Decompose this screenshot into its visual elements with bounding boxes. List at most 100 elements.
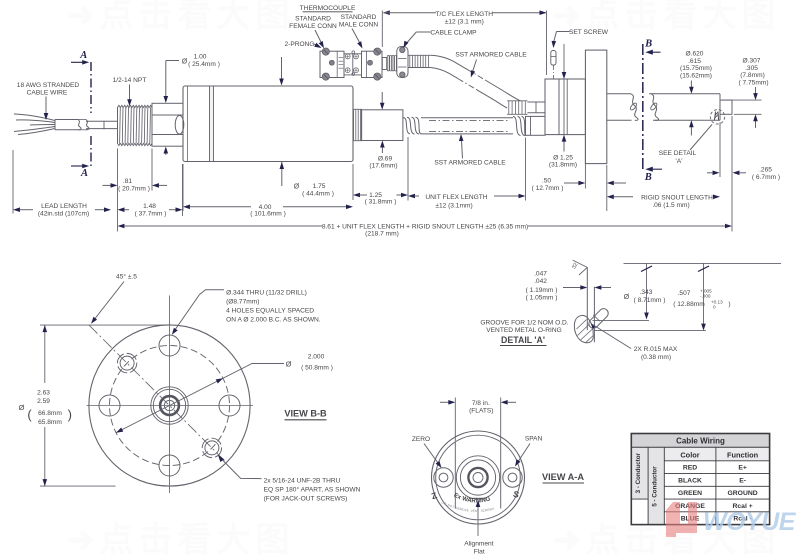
svg-text:BLACK: BLACK — [678, 477, 702, 484]
svg-text:Ø: Ø — [286, 360, 292, 369]
svg-text:2.000: 2.000 — [308, 354, 325, 361]
svg-text:8.61 + UNIT FLEX LENGTH + RIGI: 8.61 + UNIT FLEX LENGTH + RIGID SNOUT LE… — [322, 223, 528, 230]
svg-text:( 20.7mm ): ( 20.7mm ) — [118, 186, 150, 193]
svg-text:2-PRONG: 2-PRONG — [284, 41, 314, 48]
svg-text:SST ARMORED CABLE: SST ARMORED CABLE — [455, 52, 527, 59]
svg-text:.265: .265 — [759, 167, 772, 174]
svg-text:( 8.71mm ): ( 8.71mm ) — [634, 297, 666, 304]
svg-text:.507: .507 — [678, 290, 691, 297]
svg-text:A: A — [80, 168, 88, 179]
svg-text:MALE CONN: MALE CONN — [339, 22, 378, 29]
svg-text:Ø.307: Ø.307 — [743, 58, 761, 65]
svg-text:7/8 in.: 7/8 in. — [472, 400, 490, 407]
svg-text:Function: Function — [727, 450, 759, 459]
svg-text:( 1.19mm ): ( 1.19mm ) — [526, 287, 558, 294]
svg-text:VIEW A-A: VIEW A-A — [542, 472, 584, 482]
svg-text:1.48: 1.48 — [143, 203, 156, 210]
svg-text:Ø: Ø — [624, 294, 630, 301]
svg-text:-.000: -.000 — [700, 294, 711, 299]
svg-text:(FLATS): (FLATS) — [469, 407, 493, 414]
svg-text:(15.62mm): (15.62mm) — [680, 72, 712, 79]
svg-text:Ø 1.25: Ø 1.25 — [553, 154, 573, 161]
svg-text:(FOR JACK-OUT SCREWS): (FOR JACK-OUT SCREWS) — [264, 496, 348, 503]
svg-text:SEE DETAIL: SEE DETAIL — [659, 150, 697, 157]
svg-text:65.8mm: 65.8mm — [38, 419, 62, 426]
svg-text:45° ±.5: 45° ±.5 — [116, 273, 137, 281]
svg-text:Rcal -: Rcal - — [733, 516, 752, 523]
svg-text:2X R.015 MAX: 2X R.015 MAX — [634, 346, 678, 353]
svg-text:FEMALE CONN: FEMALE CONN — [289, 23, 337, 30]
svg-text:.305: .305 — [745, 65, 758, 72]
svg-text:( 1.05mm ): ( 1.05mm ) — [526, 294, 558, 301]
svg-text:E-: E- — [739, 477, 746, 484]
svg-text:(17.6mm): (17.6mm) — [369, 163, 397, 170]
svg-text:4 HOLES EQUALLY SPACED: 4 HOLES EQUALLY SPACED — [226, 308, 314, 315]
svg-text:.343: .343 — [640, 289, 653, 296]
svg-text:2x 5/16-24 UNF-2B THRU: 2x 5/16-24 UNF-2B THRU — [264, 478, 341, 485]
svg-text:1/2-14 NPT: 1/2-14 NPT — [113, 77, 147, 84]
svg-text:Z: Z — [430, 490, 438, 501]
svg-text:( 12.88mm: ( 12.88mm — [673, 301, 705, 308]
svg-text:LEAD LENGTH: LEAD LENGTH — [41, 203, 87, 210]
svg-text:UNIT FLEX LENGTH: UNIT FLEX LENGTH — [425, 194, 487, 201]
svg-text:1.00: 1.00 — [194, 54, 207, 61]
svg-text:(: ( — [27, 407, 32, 422]
svg-text:32: 32 — [571, 262, 579, 270]
svg-text:VIEW B-B: VIEW B-B — [284, 409, 327, 419]
svg-text:( 101.6mm ): ( 101.6mm ) — [250, 211, 286, 218]
svg-text:Ø: Ø — [182, 59, 188, 66]
svg-text:( 6.7mm ): ( 6.7mm ) — [752, 174, 780, 181]
svg-text:EQ SP 180° APART, AS SHOWN: EQ SP 180° APART, AS SHOWN — [264, 486, 361, 494]
svg-text:E+: E+ — [738, 465, 747, 472]
svg-text:DETAIL 'A': DETAIL 'A' — [501, 335, 545, 345]
svg-text:(42in.std (107cm): (42in.std (107cm) — [38, 211, 89, 218]
svg-text:5 - Conductor: 5 - Conductor — [651, 466, 658, 507]
svg-text:.047: .047 — [534, 271, 547, 278]
svg-text:(15.75mm): (15.75mm) — [680, 65, 712, 72]
svg-text:( 50.8mm ): ( 50.8mm ) — [301, 365, 333, 372]
svg-text:.81: .81 — [123, 178, 132, 185]
svg-text:GROOVE FOR 1/2 NOM O.D.: GROOVE FOR 1/2 NOM O.D. — [480, 320, 568, 327]
svg-text:Flat: Flat — [474, 549, 485, 555]
svg-text:2.59: 2.59 — [37, 398, 50, 405]
svg-text:RIGID SNOUT LENGTH: RIGID SNOUT LENGTH — [641, 195, 713, 202]
svg-text:STANDARD: STANDARD — [341, 14, 377, 21]
svg-text:( 7.75mm): ( 7.75mm) — [738, 79, 768, 86]
svg-text:Ø.344 THRU (11/32 DRILL): Ø.344 THRU (11/32 DRILL) — [226, 290, 307, 297]
svg-text:Rcal +: Rcal + — [732, 503, 752, 510]
svg-text:B: B — [644, 172, 652, 183]
svg-text:(7.8mm): (7.8mm) — [740, 72, 765, 79]
svg-text:( 37.7mm ): ( 37.7mm ) — [135, 210, 167, 217]
svg-text:GREEN: GREEN — [678, 490, 702, 497]
svg-text:Ø.620: Ø.620 — [686, 51, 704, 58]
svg-text:( 31.8mm ): ( 31.8mm ) — [365, 199, 397, 206]
svg-text:ZERO: ZERO — [412, 436, 430, 443]
svg-text:VENTED METAL O-RING: VENTED METAL O-RING — [486, 327, 561, 334]
svg-text:Ø: Ø — [294, 184, 300, 191]
svg-text:( 44.4mm ): ( 44.4mm ) — [302, 191, 334, 198]
svg-text:±12 (3.1mm): ±12 (3.1mm) — [435, 202, 472, 209]
svg-text:A: A — [79, 50, 87, 61]
svg-text:(Ø8.77mm): (Ø8.77mm) — [226, 299, 259, 306]
svg-text:+0.13: +0.13 — [711, 300, 723, 305]
svg-text:( 25.4mm ): ( 25.4mm ) — [188, 61, 220, 68]
svg-text:➜点击看大图: ➜点击看大图 — [66, 521, 295, 555]
svg-text:±12 (3.1 mm): ±12 (3.1 mm) — [445, 18, 484, 25]
svg-text:0: 0 — [713, 305, 716, 310]
svg-text:): ) — [728, 301, 730, 308]
svg-text:Ø.69: Ø.69 — [378, 156, 393, 163]
svg-text:+.005: +.005 — [700, 289, 712, 294]
svg-text:SET SCREW: SET SCREW — [569, 29, 609, 36]
svg-text:.06 (1.5 mm): .06 (1.5 mm) — [652, 202, 689, 209]
svg-text:RED: RED — [683, 465, 697, 472]
svg-text:➜点击看大图: ➜点击看大图 — [552, 0, 781, 34]
svg-text:1.75: 1.75 — [313, 183, 326, 190]
svg-text:'A': 'A' — [676, 158, 683, 165]
svg-text:(31.8mm): (31.8mm) — [549, 161, 577, 168]
svg-text:4.00: 4.00 — [259, 204, 272, 211]
svg-text:.615: .615 — [688, 58, 701, 65]
svg-text:WOYUE: WOYUE — [703, 508, 797, 536]
svg-text:1.25: 1.25 — [369, 192, 382, 199]
svg-text:(0.38 mm): (0.38 mm) — [641, 354, 671, 361]
svg-text:Color: Color — [680, 450, 699, 459]
